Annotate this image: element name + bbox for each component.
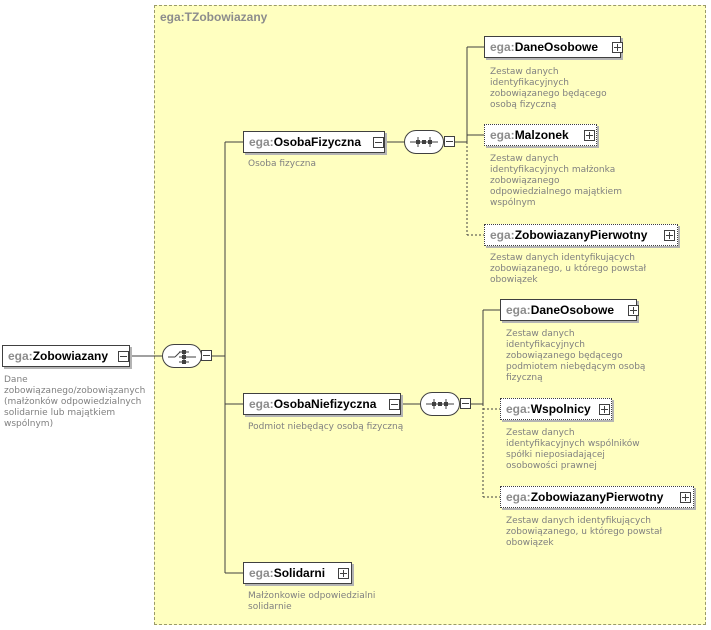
element-osoba-fizyczna[interactable]: ega:OsobaFizyczna bbox=[243, 131, 385, 153]
element-description: Zestaw danych identyfikacyjnych zobowiąz… bbox=[490, 67, 607, 110]
collapse-toggle-icon[interactable] bbox=[373, 137, 384, 148]
collapse-toggle-icon[interactable] bbox=[460, 398, 471, 409]
sequence-compositor bbox=[420, 392, 460, 416]
element-description: Zestaw danych identyfikujących zobowiąza… bbox=[506, 516, 663, 548]
sequence-icon bbox=[426, 399, 454, 409]
element-solidarni[interactable]: ega:Solidarni bbox=[243, 562, 352, 584]
complex-type-title: ega:TZobowiazany bbox=[160, 10, 268, 24]
element-description: Zestaw danych identyfikacyjnych małżonka… bbox=[490, 154, 622, 208]
choice-compositor bbox=[162, 344, 202, 368]
collapse-toggle-icon[interactable] bbox=[118, 351, 129, 362]
expand-toggle-icon[interactable] bbox=[612, 42, 623, 53]
collapse-toggle-icon[interactable] bbox=[444, 136, 455, 147]
collapse-toggle-icon[interactable] bbox=[389, 399, 400, 410]
element-description: Osoba fizyczna bbox=[248, 159, 316, 169]
collapse-toggle-icon[interactable] bbox=[201, 350, 212, 361]
sequence-icon bbox=[410, 137, 438, 147]
element-osoba-niefizyczna[interactable]: ega:OsobaNiefizyczna bbox=[243, 393, 401, 415]
element-dane-osobowe[interactable]: ega:DaneOsobowe bbox=[500, 299, 637, 321]
expand-toggle-icon[interactable] bbox=[338, 568, 349, 579]
expand-toggle-icon[interactable] bbox=[599, 404, 610, 415]
element-zobowiazany[interactable]: ega:Zobowiazany bbox=[2, 345, 130, 367]
element-dane-osobowe[interactable]: ega:DaneOsobowe bbox=[484, 36, 621, 58]
expand-toggle-icon[interactable] bbox=[680, 492, 691, 503]
element-zobowiazany-pierwotny[interactable]: ega:ZobowiazanyPierwotny bbox=[484, 224, 678, 246]
choice-icon bbox=[168, 350, 196, 364]
expand-toggle-icon[interactable] bbox=[628, 305, 639, 316]
element-malzonek[interactable]: ega:Malzonek bbox=[484, 124, 597, 146]
element-zobowiazany-pierwotny[interactable]: ega:ZobowiazanyPierwotny bbox=[500, 486, 694, 508]
element-description: Małżonkowie odpowiedzialni solidarnie bbox=[248, 591, 376, 612]
element-description: Zestaw danych identyfikacyjnych wspólnik… bbox=[506, 428, 640, 471]
element-description: Dane zobowiązanego/zobowiązanych (małżon… bbox=[4, 375, 146, 429]
expand-toggle-icon[interactable] bbox=[584, 130, 595, 141]
element-description: Zestaw danych identyfikacyjnych zobowiąz… bbox=[506, 329, 646, 383]
expand-toggle-icon[interactable] bbox=[664, 230, 675, 241]
element-wspolnicy[interactable]: ega:Wspolnicy bbox=[500, 398, 612, 420]
sequence-compositor bbox=[404, 130, 444, 154]
element-description: Podmiot niebędący osobą fizyczną bbox=[248, 422, 404, 432]
element-description: Zestaw danych identyfikujących zobowiąza… bbox=[490, 253, 647, 285]
